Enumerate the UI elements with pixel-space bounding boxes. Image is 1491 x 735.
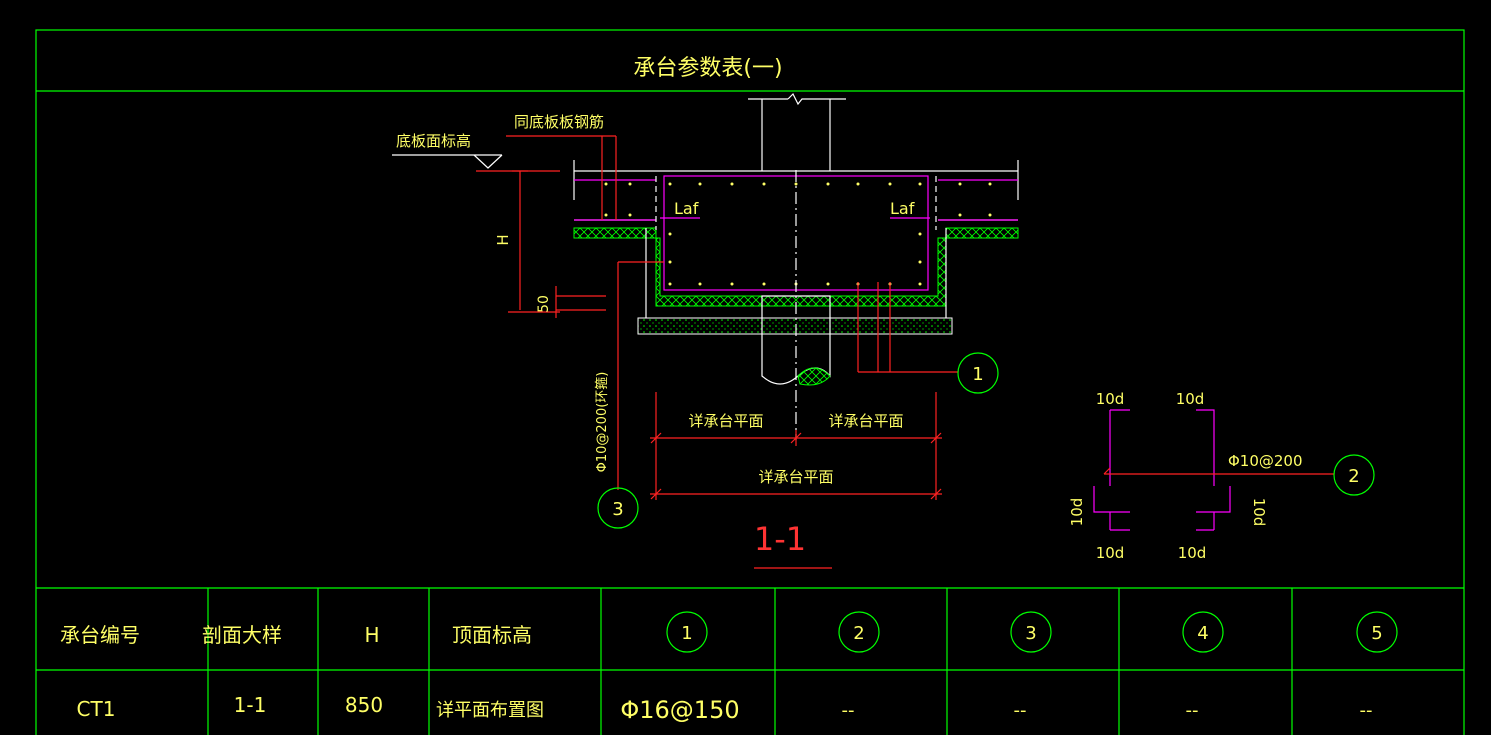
stirrup-top-right: 10d (1176, 390, 1205, 408)
header-top-elevation: 顶面标高 (452, 623, 532, 647)
header-circle-4: 4 (1182, 611, 1224, 653)
svg-text:1: 1 (972, 364, 983, 385)
header-circle-1: 1 (666, 611, 708, 653)
svg-text:5: 5 (1371, 623, 1382, 644)
section-drawing (392, 92, 1019, 569)
laf-right-label: Laf (890, 199, 915, 218)
section-name: 1-1 (754, 520, 806, 558)
header-circle-3: 3 (1010, 611, 1052, 653)
svg-text:4: 4 (1197, 623, 1208, 644)
stirrup-top-left: 10d (1096, 390, 1125, 408)
same-rebar-label: 同底板板钢筋 (514, 113, 604, 131)
cell-rebar-4: -- (1186, 700, 1199, 721)
dim-left-label: 详承台平面 (688, 412, 763, 430)
cell-rebar-3: -- (1014, 700, 1027, 721)
cell-h: 850 (345, 693, 383, 717)
stirrup-side-left: 10d (1068, 498, 1086, 527)
stirrup-bottom-left: 10d (1096, 544, 1125, 562)
laf-left-label: Laf (674, 199, 699, 218)
table-title: 承台参数表(一) (633, 56, 782, 81)
header-h: H (364, 623, 379, 647)
stirrup-bottom-right: 10d (1178, 544, 1207, 562)
stirrup-rebar-label: Φ10@200 (1228, 452, 1303, 470)
stirrup-detail (1093, 409, 1334, 531)
marker-1: 1 (957, 352, 999, 394)
header-cap-id: 承台编号 (60, 623, 140, 647)
svg-text:3: 3 (1025, 623, 1036, 644)
cushion-50-label: 50 (536, 295, 552, 313)
table-row: CT1 1-1 850 详平面布置图 Φ16@150 -- -- -- -- (77, 693, 1373, 724)
marker-2: 2 (1333, 454, 1375, 496)
marker-3: 3 (597, 487, 639, 529)
cell-cap-id: CT1 (77, 697, 116, 721)
cell-rebar-1: Φ16@150 (620, 696, 739, 724)
header-circle-5: 5 (1356, 611, 1398, 653)
dim-right-label: 详承台平面 (828, 412, 903, 430)
cell-top-elevation: 详平面布置图 (436, 700, 544, 721)
header-circle-2: 2 (838, 611, 880, 653)
outer-frame (35, 29, 1465, 735)
svg-text:3: 3 (612, 499, 623, 520)
header-section-detail: 剖面大样 (202, 623, 282, 647)
height-label: H (494, 234, 512, 245)
svg-text:2: 2 (1348, 466, 1359, 487)
dim-total-label: 详承台平面 (758, 468, 833, 486)
stirrup-side-right: 10d (1250, 498, 1268, 527)
svg-text:2: 2 (853, 623, 864, 644)
ring-rebar-label: Φ10@200(环箍) (594, 372, 610, 473)
cell-rebar-2: -- (842, 700, 855, 721)
floor-elevation-label: 底板面标高 (396, 132, 471, 150)
cell-section: 1-1 (234, 693, 267, 717)
svg-text:1: 1 (681, 623, 692, 644)
cell-rebar-5: -- (1360, 700, 1373, 721)
